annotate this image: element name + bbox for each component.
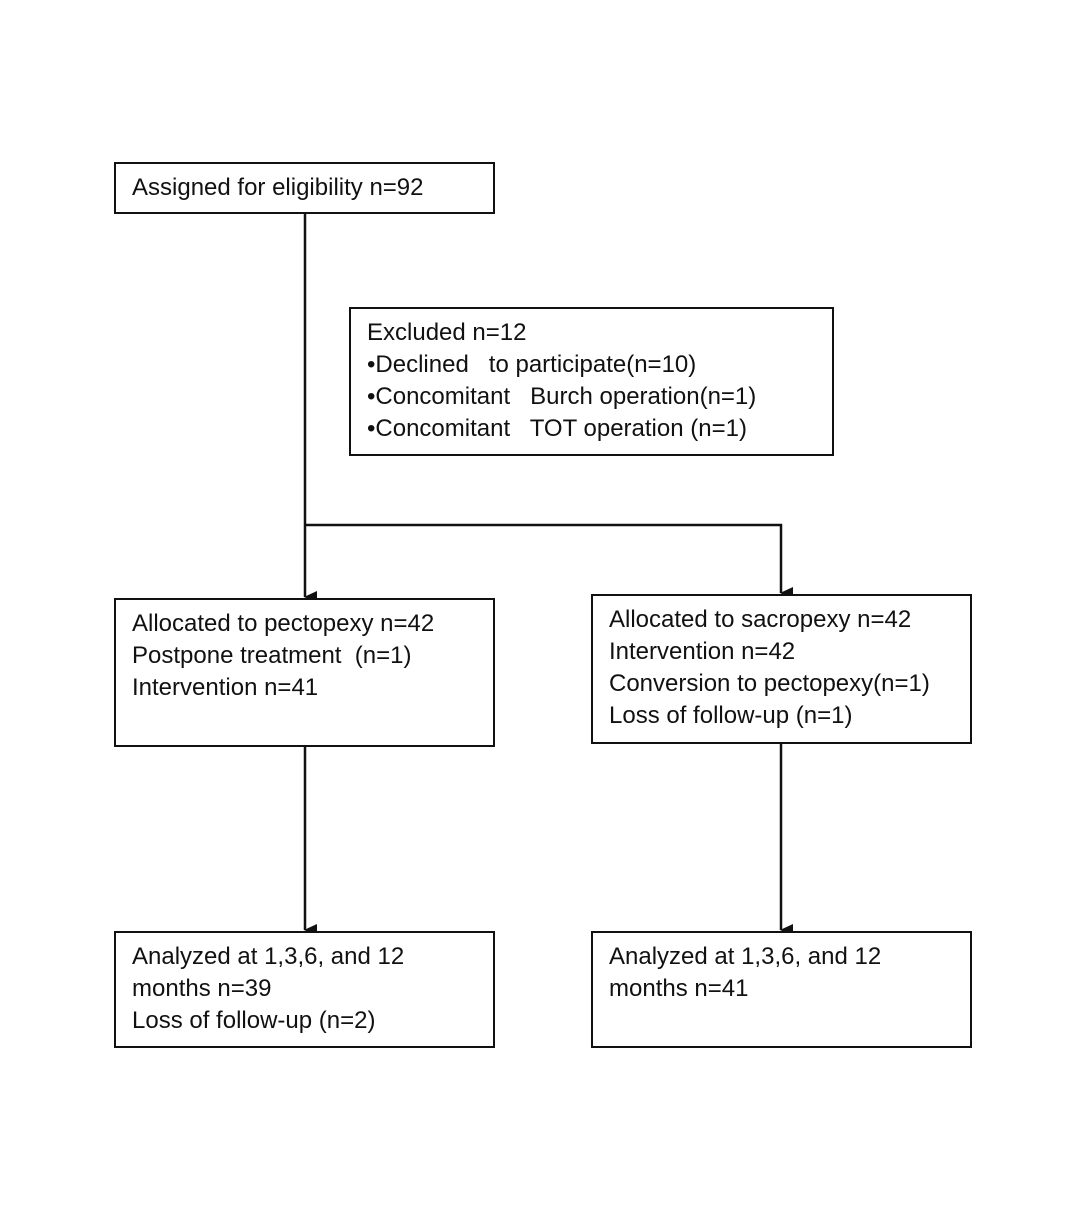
- sacropexy-loss: Loss of follow-up (n=1): [609, 702, 853, 729]
- analyzed-sacropexy-box: Analyzed at 1,3,6, and 12 months n=41: [591, 931, 972, 1048]
- analyzed-right-line: Analyzed at 1,3,6, and 12: [609, 943, 882, 970]
- excluded-item: •Concomitant TOT operation (n=1): [367, 415, 747, 442]
- sacropexy-allocation: Allocated to sacropexy n=42: [609, 606, 912, 633]
- pectopexy-box: Allocated to pectopexy n=42 Postpone tre…: [114, 598, 495, 747]
- excluded-box: Excluded n=12 •Declined to participate(n…: [349, 307, 834, 456]
- eligibility-text: Assigned for eligibility n=92: [132, 174, 424, 201]
- analyzed-left-count: months n=39: [132, 975, 272, 1002]
- excluded-item: •Declined to participate(n=10): [367, 351, 697, 378]
- excluded-item: •Concomitant Burch operation(n=1): [367, 383, 757, 410]
- sacropexy-conversion: Conversion to pectopexy(n=1): [609, 670, 930, 697]
- analyzed-right-count: months n=41: [609, 975, 749, 1002]
- pectopexy-intervention: Intervention n=41: [132, 674, 319, 701]
- analyzed-pectopexy-box: Analyzed at 1,3,6, and 12 months n=39 Lo…: [114, 931, 495, 1048]
- sacropexy-box: Allocated to sacropexy n=42 Intervention…: [591, 594, 972, 744]
- sacropexy-intervention: Intervention n=42: [609, 638, 796, 665]
- pectopexy-allocation: Allocated to pectopexy n=42: [132, 610, 435, 637]
- pectopexy-postpone: Postpone treatment (n=1): [132, 642, 412, 669]
- analyzed-left-line: Analyzed at 1,3,6, and 12: [132, 943, 405, 970]
- excluded-title: Excluded n=12: [367, 319, 527, 346]
- eligibility-box: Assigned for eligibility n=92: [114, 162, 495, 214]
- analyzed-left-loss: Loss of follow-up (n=2): [132, 1007, 376, 1034]
